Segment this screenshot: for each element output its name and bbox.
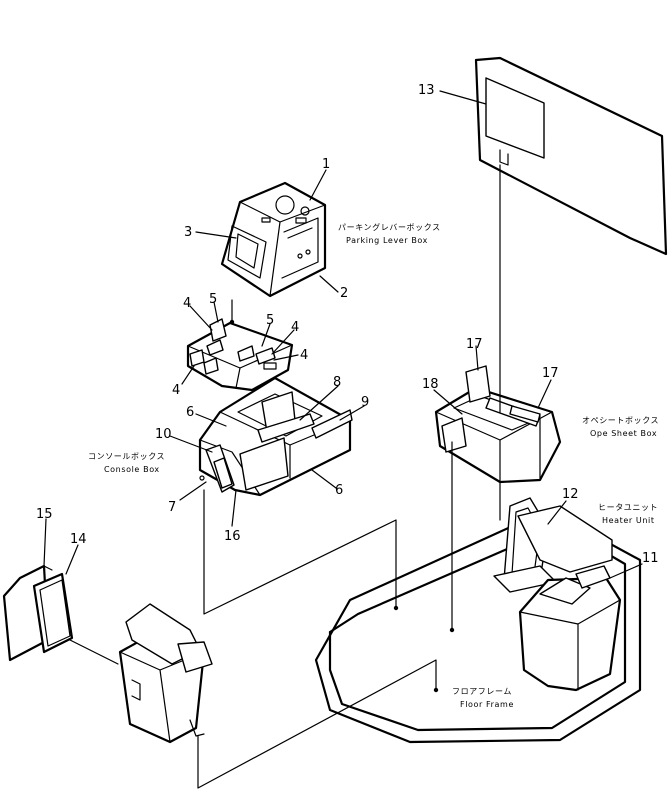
callout-17-a: 17 — [466, 337, 483, 352]
part-console-box — [198, 376, 353, 497]
label-ope-jp: オペシートボックス — [582, 416, 659, 425]
callout-16: 16 — [224, 529, 241, 544]
callout-6-a: 6 — [186, 405, 194, 420]
callout-3: 3 — [184, 225, 192, 240]
callout-15: 15 — [36, 507, 53, 522]
label-floor-jp: フロアフレーム — [452, 687, 512, 696]
callout-7: 7 — [168, 500, 176, 515]
label-heater-jp: ヒータユニット — [598, 503, 658, 512]
callout-14: 14 — [70, 532, 87, 547]
callout-numbers: 13 1 3 2 4 5 5 4 4 4 8 9 6 10 6 7 16 17 … — [36, 83, 659, 566]
callout-18: 18 — [422, 377, 439, 392]
label-console-jp: コンソールボックス — [88, 452, 165, 461]
label-console-en: Console Box — [104, 465, 160, 474]
label-heater-en: Heater Unit — [602, 516, 655, 525]
connection-lines — [69, 164, 501, 789]
part-lower-left-unit — [118, 603, 213, 744]
callout-4-c: 4 — [300, 348, 308, 363]
part-parking-lever-box — [220, 181, 327, 298]
part-console-top-cover — [186, 318, 294, 392]
callout-8: 8 — [333, 375, 341, 390]
part-ope-sheet-box — [434, 365, 562, 484]
callout-4-b: 4 — [291, 320, 299, 335]
label-parking-jp: パーキングレバーボックス — [338, 222, 441, 232]
callout-12: 12 — [562, 487, 579, 502]
callout-6-b: 6 — [335, 483, 343, 498]
callout-5-a: 5 — [209, 292, 217, 307]
label-parking-en: Parking Lever Box — [346, 236, 428, 245]
callout-2: 2 — [340, 286, 348, 301]
callout-1: 1 — [322, 157, 330, 172]
label-floor-en: Floor Frame — [460, 700, 514, 709]
callout-10: 10 — [155, 427, 172, 442]
callout-11: 11 — [642, 551, 659, 566]
part-14-side-trim — [32, 572, 74, 654]
callout-17-b: 17 — [542, 366, 559, 381]
callout-9: 9 — [361, 395, 369, 410]
callout-5-b: 5 — [266, 313, 274, 328]
callout-4-d: 4 — [172, 383, 180, 398]
part-11-heater-unit — [518, 565, 622, 692]
callout-leaders — [43, 90, 643, 579]
assembly-labels: パーキングレバーボックス Parking Lever Box コンソールボックス… — [88, 222, 659, 709]
callout-13: 13 — [418, 83, 435, 98]
part-13-rear-panel — [474, 56, 668, 256]
label-ope-en: Ope Sheet Box — [590, 429, 657, 438]
part-12-heater-frame — [493, 497, 613, 593]
callout-4-a: 4 — [183, 296, 191, 311]
